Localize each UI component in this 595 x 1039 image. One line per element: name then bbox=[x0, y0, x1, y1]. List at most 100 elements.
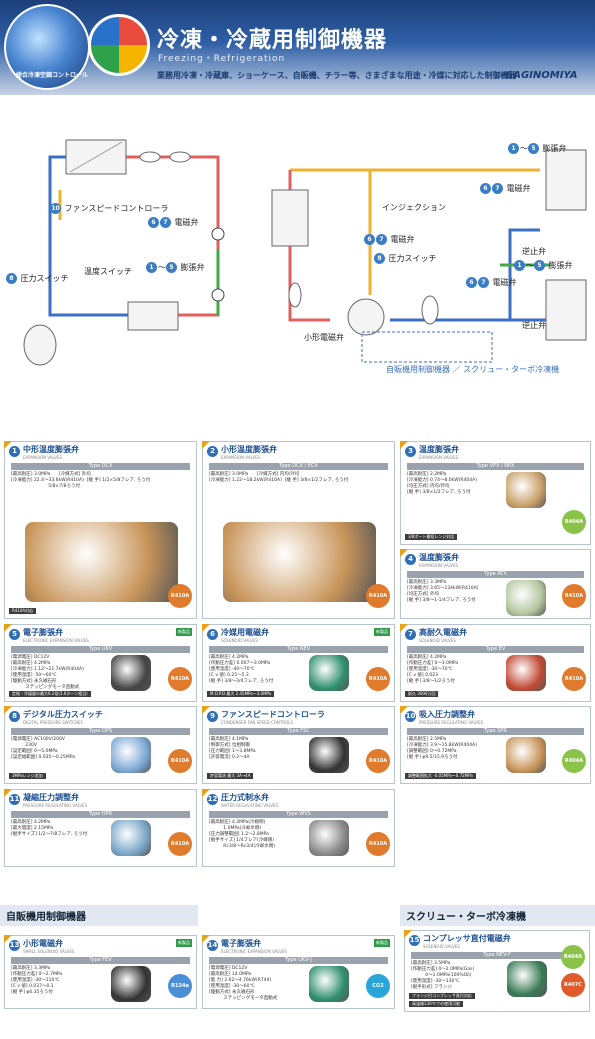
sight-glass-left bbox=[169, 151, 191, 163]
label-solenoid-left: 電磁弁 bbox=[174, 218, 199, 227]
card-number: 3 bbox=[405, 446, 416, 457]
product-card-2[interactable]: 2 小形温度膨張弁 EXPANSION VALVES Type DCX / EC… bbox=[202, 441, 395, 619]
badge-s6-top: 6 bbox=[480, 183, 491, 194]
new-product-badge: 新製品 bbox=[176, 939, 192, 947]
card-number: 2 bbox=[207, 446, 218, 457]
product-card-9[interactable]: 9 ファンスピードコントローラ CONDENSER FAN SPEED CONT… bbox=[202, 706, 395, 784]
card-header: 11 凝縮圧力調整弁 PRESSURE REGULATING VALVES bbox=[5, 790, 196, 808]
product-card-7[interactable]: 7 高耐久電磁弁 SOLENOID VALVES Type EV [最高耐圧] … bbox=[400, 624, 591, 702]
refrigerant-badge: R410A bbox=[366, 584, 390, 608]
card-product-en: SOLENOID VALVES bbox=[419, 638, 456, 643]
card-corner-mark bbox=[202, 624, 210, 632]
product-image bbox=[309, 737, 350, 773]
card-product-en: SMALL SOLENOID VALVES bbox=[23, 949, 75, 954]
label-pressure-switch-right: 圧力スイッチ bbox=[388, 254, 437, 263]
card-product-name: 中形温度膨張弁 bbox=[23, 445, 79, 454]
product-image bbox=[506, 655, 547, 691]
card-type-bar: Type HPR bbox=[11, 811, 190, 818]
card-number: 15 bbox=[409, 935, 420, 946]
refrigerant-badge: R410A bbox=[366, 667, 390, 691]
card-product-name: デジタル圧力スイッチ bbox=[23, 710, 103, 719]
refrigerant-badge: R410A bbox=[168, 749, 192, 773]
pipe-blue-left bbox=[48, 155, 128, 317]
label-expansion-left: 膨張弁 bbox=[180, 263, 205, 272]
label-injection: インジェクション bbox=[382, 203, 446, 212]
label-solenoid-top: 電磁弁 bbox=[506, 184, 531, 193]
product-card-8[interactable]: 8 デジタル圧力スイッチ DIGITAL PRESSURE SWITCHES T… bbox=[4, 706, 197, 784]
label-check-valve-low: 逆止弁 bbox=[522, 321, 546, 330]
card-corner-mark bbox=[4, 706, 12, 714]
card-header: 4 温度膨張弁 EXPANSION VALVES bbox=[401, 550, 590, 568]
product-card-6[interactable]: 6 冷媒用電磁弁 SOLENOID VALVES Type NEV [最高耐圧]… bbox=[202, 624, 395, 702]
card-corner-mark bbox=[202, 441, 210, 449]
card-type-bar: Type UKV-J bbox=[209, 957, 388, 964]
label-check-valve-top: 逆止弁 bbox=[522, 247, 546, 256]
product-image bbox=[309, 820, 350, 856]
label-diagram-caption: 自販機用制御機器 ／ スクリュー・ターボ冷凍機 bbox=[386, 365, 560, 374]
card-product-en: PRESSURE REGULATING VALVES bbox=[23, 803, 88, 808]
card-header: 15 コンプレッサ直付電磁弁 SOLENOID VALVES bbox=[405, 931, 589, 949]
card-specs: [最高耐圧] 3.3MPa [冷凍能力] 3.65〜134kW(R410A) [… bbox=[407, 580, 479, 603]
card-corner-mark bbox=[4, 935, 12, 943]
page-subtitle: Freezing・Refrigeration bbox=[158, 54, 286, 64]
product-card-3[interactable]: 3 温度膨張弁 EXPANSION VALVES Type VPX / NPX … bbox=[400, 441, 591, 545]
product-card-12[interactable]: 12 圧力式制水弁 WATER REGULATING VALVES Type W… bbox=[202, 789, 395, 867]
card-note: R410A対応 bbox=[9, 608, 37, 614]
card-product-en: CONDENSER FAN SPEED CONTROLS bbox=[221, 720, 294, 725]
badge-s6-mid: 6 bbox=[364, 234, 375, 245]
badge-s7-top: 7 bbox=[492, 183, 503, 194]
new-product-badge: 新製品 bbox=[374, 939, 390, 947]
product-image bbox=[506, 737, 547, 773]
product-image bbox=[309, 655, 350, 691]
badge-e1-mid: 1 bbox=[514, 260, 525, 271]
card-corner-mark bbox=[400, 549, 408, 557]
refrigerant-badge: R410A bbox=[562, 667, 586, 691]
product-card-4[interactable]: 4 温度膨張弁 EXPANSION VALVES Type ATX [最高耐圧]… bbox=[400, 549, 591, 619]
refrigerant-badge: R404A bbox=[562, 749, 586, 773]
badge-pressure-switch-right: 8 bbox=[374, 253, 385, 264]
product-card-1[interactable]: 1 中形温度膨張弁 EXPANSION VALVES Type DCX [最高耐… bbox=[4, 441, 197, 619]
card-product-name: 吸入圧力調整弁 bbox=[419, 710, 475, 719]
card-corner-mark bbox=[202, 935, 210, 943]
card-specs: [最高耐圧] 3.0MPa [冷媒方式] 内均/外均 [冷凍能力] 1.22〜1… bbox=[209, 472, 349, 483]
evaporator-right-low bbox=[545, 279, 587, 341]
product-card-10[interactable]: 10 吸入圧力調整弁 PRESSURE REGULATING VALVES Ty… bbox=[400, 706, 591, 784]
refrigerant-badge: R134a bbox=[168, 974, 192, 998]
product-image bbox=[506, 472, 547, 508]
evaporator-left bbox=[127, 301, 179, 331]
badge-e5-top: 5 bbox=[528, 143, 539, 154]
product-card-14[interactable]: 14 電子膨張弁 ELECTRONIC EXPANSION VALVES Typ… bbox=[202, 935, 395, 1009]
refrigerant-badge: R410A bbox=[366, 832, 390, 856]
product-image bbox=[111, 655, 152, 691]
card-product-en: EXPANSION VALVES bbox=[221, 455, 261, 460]
card-product-name: ファンスピードコントローラ bbox=[221, 710, 325, 719]
card-specs: [最高耐圧] 4.1MPa [制御方式] 位相制御 [圧力範囲] 1〜3.8MP… bbox=[209, 737, 256, 760]
piping-svg-right bbox=[271, 149, 587, 363]
pipe-blue-right bbox=[390, 228, 540, 322]
label-solenoid-low: 電磁弁 bbox=[492, 278, 517, 287]
product-card-11[interactable]: 11 凝縮圧力調整弁 PRESSURE REGULATING VALVES Ty… bbox=[4, 789, 197, 867]
card-type-bar: Type ATX bbox=[407, 571, 584, 578]
product-card-15[interactable]: 15 コンプレッサ直付電磁弁 SOLENOID VALVES Type NEV-… bbox=[404, 930, 590, 1012]
card-header: 7 高耐久電磁弁 SOLENOID VALVES bbox=[401, 625, 590, 643]
card-specs: [最高耐圧] 4.2MPa(冷媒側) 1.0MPa(冷却水側) [圧力調整範囲]… bbox=[209, 820, 276, 849]
card-number: 12 bbox=[207, 794, 218, 805]
card-corner-mark bbox=[400, 624, 408, 632]
label-pressure-switch-left: 圧力スイッチ bbox=[20, 274, 69, 283]
compressor-right bbox=[347, 298, 385, 336]
card-number: 4 bbox=[405, 554, 416, 565]
card-number: 6 bbox=[207, 629, 218, 640]
product-card-13[interactable]: 13 小形電磁弁 SMALL SOLENOID VALVES Type FEV … bbox=[4, 935, 197, 1009]
badge-pressure-switch-left: 8 bbox=[6, 273, 17, 284]
product-card-5[interactable]: 5 電子膨張弁 ELECTRONIC EXPANSION VALVES Type… bbox=[4, 624, 197, 702]
card-specs: [電源電圧] AC100V/200V 230V [設定範囲] 0〜5.0MPa … bbox=[11, 737, 75, 760]
condenser-right bbox=[271, 189, 309, 247]
card-header: 2 小形温度膨張弁 EXPANSION VALVES bbox=[203, 442, 394, 460]
puzzle-logo bbox=[88, 14, 150, 76]
card-product-name: 電子膨張弁 bbox=[221, 939, 261, 948]
condenser-hatch bbox=[69, 141, 123, 173]
card-corner-mark bbox=[4, 624, 12, 632]
product-image bbox=[111, 820, 152, 856]
